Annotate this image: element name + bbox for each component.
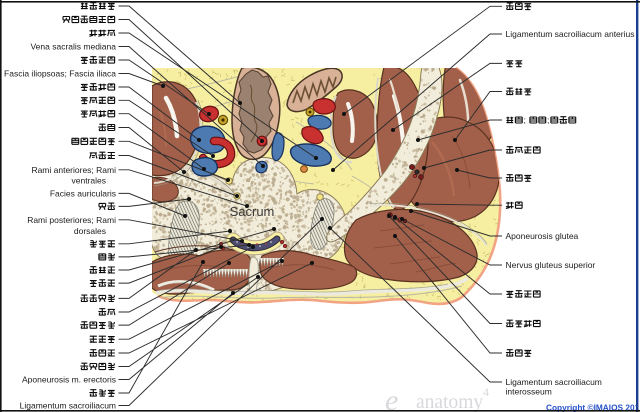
svg-text:dorsales: dorsales bbox=[74, 226, 106, 236]
svg-text:Rami anteriores; Rami: Rami anteriores; Rami bbox=[31, 165, 116, 175]
svg-text:e: e bbox=[385, 384, 398, 412]
svg-text:Vena sacralis mediana: Vena sacralis mediana bbox=[30, 42, 116, 52]
svg-text:4: 4 bbox=[483, 385, 489, 399]
svg-text:Rami posteriores; Rami: Rami posteriores; Rami bbox=[27, 215, 116, 225]
svg-text:Ligamentum sacroiliacum anteri: Ligamentum sacroiliacum anterius bbox=[506, 29, 635, 39]
svg-text:interosseum: interosseum bbox=[506, 387, 552, 397]
svg-text:Nervus gluteus superior: Nervus gluteus superior bbox=[506, 260, 596, 270]
svg-text:Ligamentum sacroiliacum: Ligamentum sacroiliacum bbox=[20, 401, 116, 411]
svg-text:Fascia iliopsoas; Fascia iliac: Fascia iliopsoas; Fascia iliaca bbox=[4, 69, 116, 79]
svg-text:Ligamentum sacroiliacum: Ligamentum sacroiliacum bbox=[506, 377, 602, 387]
svg-text:;: ; bbox=[547, 115, 549, 125]
svg-text:ventrales: ventrales bbox=[72, 176, 107, 186]
svg-text:Facies auricularis: Facies auricularis bbox=[50, 189, 116, 199]
svg-text:Copyright ©IMAIOS 201: Copyright ©IMAIOS 201 bbox=[546, 403, 640, 412]
svg-text:;: ; bbox=[524, 115, 526, 125]
svg-text:anatomy: anatomy bbox=[416, 392, 483, 412]
svg-text:Sacrum: Sacrum bbox=[230, 204, 275, 219]
svg-text:Aponeurosis glutea: Aponeurosis glutea bbox=[506, 231, 579, 241]
svg-text:Aponeurosis m. erectoris: Aponeurosis m. erectoris bbox=[22, 375, 116, 385]
